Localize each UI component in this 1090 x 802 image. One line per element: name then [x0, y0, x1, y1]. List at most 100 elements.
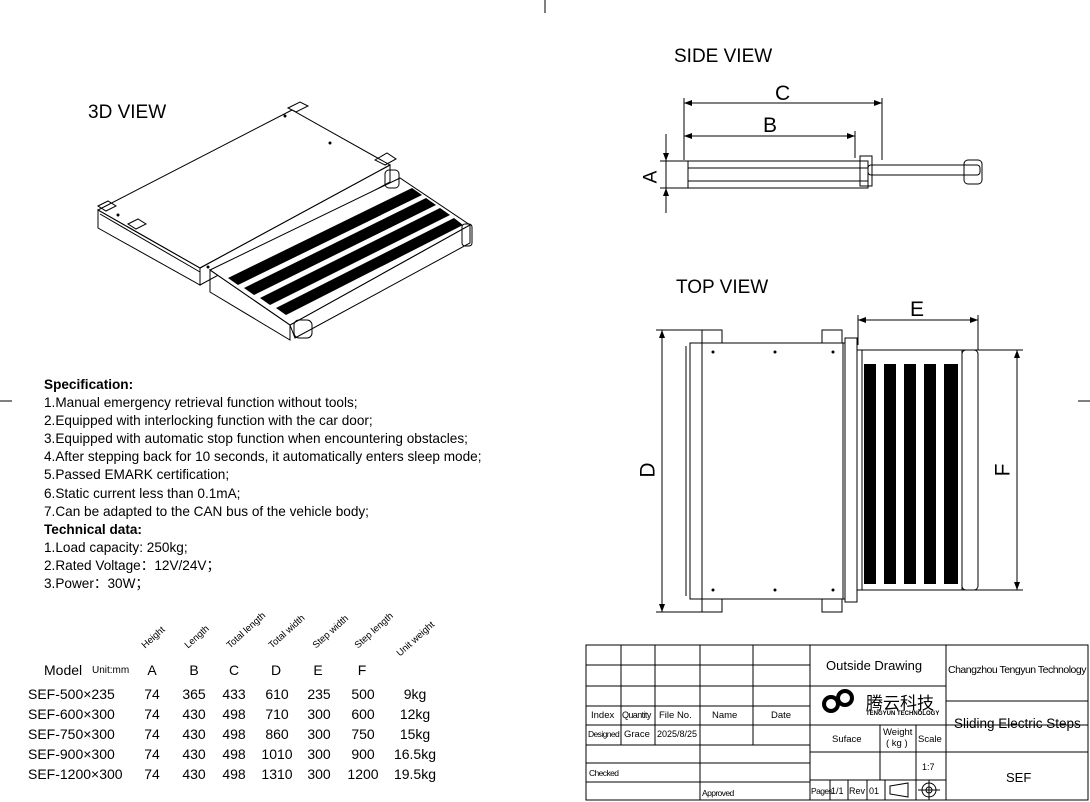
table-cell: 74: [144, 726, 160, 742]
model-name-cell: SEF-750×300: [28, 726, 115, 742]
view-title-3d: 3D VIEW: [88, 102, 167, 123]
spec-item: 5.Passed EMARK certification;: [44, 467, 230, 483]
table-cell: 710: [265, 706, 289, 722]
unit-label: Unit:mm: [92, 665, 130, 676]
table-cell: 300: [307, 706, 331, 722]
side-view-drawing: [660, 98, 983, 213]
dim-label-a: A: [640, 170, 662, 184]
table-cell: 300: [307, 726, 331, 742]
table-cell: 74: [144, 766, 160, 782]
design-date-value: 2025/8/25: [657, 729, 698, 739]
product-name: Sliding Electric Steps: [954, 716, 1081, 731]
date-label: Date: [771, 710, 792, 721]
table-cell: 74: [144, 686, 160, 702]
spec-item: 7.Can be adapted to the CAN bus of the v…: [44, 503, 369, 519]
logo-en-text: TENGYUN TECHNOLOGY: [866, 711, 940, 717]
col-desc: Total width: [266, 612, 308, 651]
title-block-grid: [585, 644, 1089, 801]
table-cell: 365: [182, 686, 206, 702]
col-letter: C: [228, 662, 240, 678]
table-cell: 430: [182, 746, 206, 762]
dim-label-d: D: [636, 462, 660, 478]
checked-label: Checked: [589, 768, 619, 778]
table-cell: 860: [265, 726, 289, 742]
file-no-label: File No.: [659, 710, 692, 721]
col-letter: F: [357, 662, 367, 678]
table-cell: 750: [351, 726, 375, 742]
table-cell: 74: [144, 746, 160, 762]
table-cell: 1010: [261, 746, 293, 762]
tech-item: 2.Rated Voltage：12V/24V；: [44, 557, 221, 573]
company-logo-mark: [822, 689, 854, 713]
table-cell: 300: [307, 746, 331, 762]
model-name-cell: SEF-600×300: [28, 706, 115, 722]
col-desc: Step length: [352, 610, 396, 651]
col-letter: B: [189, 662, 199, 678]
tech-item: 3.Power：30W；: [44, 576, 150, 592]
product-code: SEF: [1006, 770, 1032, 785]
projection-symbol: [889, 780, 940, 800]
table-cell: 600: [351, 706, 375, 722]
model-name-cell: SEF-1200×300: [28, 766, 123, 782]
table-cell: 498: [222, 726, 246, 742]
weight-label: Weight: [883, 727, 913, 738]
isometric-3d-drawing: [96, 101, 473, 341]
spec-item: 6.Static current less than 0.1mA;: [44, 485, 241, 501]
tech-item: 1.Load capacity: 250kg;: [44, 539, 188, 555]
spec-item: 3.Equipped with automatic stop function …: [44, 431, 468, 447]
table-cell: 300: [307, 766, 331, 782]
col-desc: Unit weight: [394, 619, 437, 659]
pages-label: Pages: [811, 786, 833, 796]
approved-label: Approved: [702, 788, 734, 798]
table-cell: 19.5kg: [393, 766, 437, 782]
company-name: Changzhou Tengyun Technology Co., Ltd: [948, 664, 1088, 676]
view-title-side: SIDE VIEW: [674, 46, 773, 67]
model-header: Model: [44, 662, 83, 678]
spec-item: 4.After stepping back for 10 seconds, it…: [44, 449, 482, 465]
col-desc: Step width: [310, 613, 351, 651]
spec-item: 2.Equipped with interlocking function wi…: [44, 413, 373, 429]
col-letter: A: [147, 662, 157, 678]
specification-block: Specification: 1.Manual emergency retrie…: [44, 376, 482, 593]
rev-label: Rev: [849, 786, 866, 796]
col-desc: Total length: [224, 610, 269, 651]
model-table: Height Length Total length Total width S…: [28, 610, 437, 782]
table-cell: 1200: [347, 766, 379, 782]
table-cell: 433: [222, 686, 246, 702]
designed-label: Designed: [588, 729, 620, 739]
logo-cn-text: 腾云科技: [866, 694, 934, 713]
dim-label-c: C: [775, 82, 791, 105]
weight-unit-label: ( kg ): [886, 738, 908, 749]
model-name-cell: SEF-900×300: [28, 746, 115, 762]
table-cell: 500: [351, 686, 375, 702]
table-cell: 498: [222, 766, 246, 782]
table-cell: 15kg: [399, 726, 431, 742]
table-cell: 16.5kg: [393, 746, 437, 762]
table-cell: 74: [144, 706, 160, 722]
col-desc: Height: [139, 624, 168, 651]
dim-label-b: B: [763, 114, 778, 137]
model-name-cell: SEF-500×235: [28, 686, 115, 702]
col-desc: Length: [182, 623, 212, 651]
table-cell: 498: [222, 706, 246, 722]
spec-item: 1.Manual emergency retrieval function wi…: [44, 395, 358, 411]
spec-heading: Specification:: [44, 377, 134, 392]
quantity-label: Quantity: [622, 710, 651, 720]
col-letter: D: [270, 662, 282, 678]
scale-value: 1:7: [922, 762, 935, 772]
designer-value: Grace: [624, 729, 650, 740]
pages-value: 1/1: [831, 786, 844, 796]
table-cell: 430: [182, 726, 206, 742]
rev-value: 01: [869, 786, 880, 796]
table-cell: 900: [351, 746, 375, 762]
table-cell: 610: [265, 686, 289, 702]
tech-heading: Technical data:: [44, 521, 142, 537]
index-label: Index: [591, 710, 615, 721]
name-label: Name: [712, 710, 738, 721]
table-cell: 9kg: [403, 686, 427, 702]
table-cell: 12kg: [399, 706, 431, 722]
dim-label-e: E: [910, 298, 925, 321]
scale-label: Scale: [918, 734, 942, 745]
col-letter: E: [313, 662, 323, 678]
